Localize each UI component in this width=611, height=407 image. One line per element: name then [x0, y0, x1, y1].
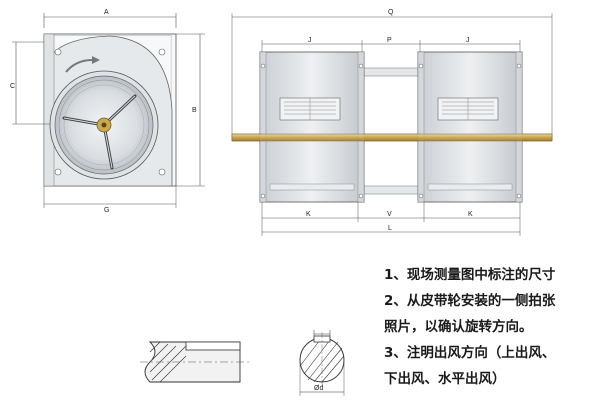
- note-2: 2、从皮带轮安装的一侧拍张: [384, 293, 556, 309]
- dim-k-left-label: K: [306, 211, 311, 218]
- dim-j-right-label: J: [466, 37, 470, 44]
- dim-k-right-label: K: [468, 211, 473, 218]
- dim-p-label: P: [387, 37, 392, 44]
- dim-b-label: B: [192, 107, 197, 114]
- instruction-notes: 1、现场测量图中标注的尺寸 2、从皮带轮安装的一侧拍张 照片，以确认旋转方向。 …: [384, 262, 610, 392]
- end-view: A: [10, 9, 205, 214]
- dim-v-label: V: [387, 211, 392, 218]
- dim-a-label: A: [104, 9, 109, 16]
- side-view: Q J P J: [231, 9, 553, 236]
- dim-q-label: Q: [388, 9, 394, 16]
- dim-g-label: G: [104, 207, 109, 214]
- shaft-key-detail: Ød: [140, 330, 345, 396]
- note-3: 3、注明出风方向（上出风、: [384, 345, 556, 361]
- dim-l-label: L: [388, 225, 392, 232]
- note-2-continued: 照片，以确认旋转方向。: [384, 319, 533, 335]
- dim-c-label: C: [10, 83, 15, 90]
- note-3-continued: 下出风、水平出风）: [384, 371, 506, 387]
- note-1: 1、现场测量图中标注的尺寸: [384, 267, 556, 283]
- dim-d-label: Ød: [314, 385, 323, 392]
- dim-j-left-label: J: [308, 37, 312, 44]
